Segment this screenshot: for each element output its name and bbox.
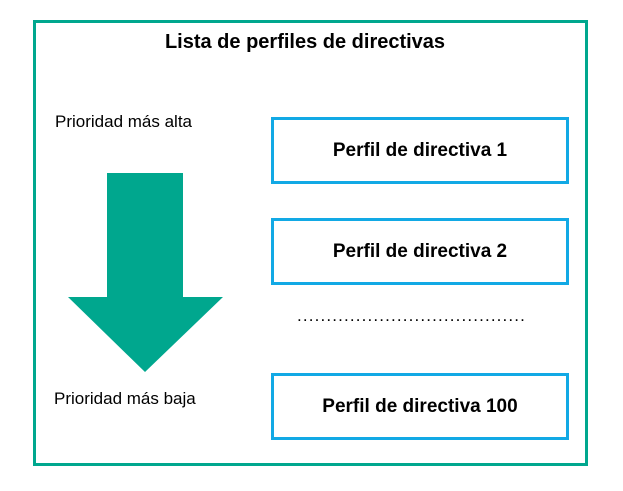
policy-profile-label: Perfil de directiva 100 [322,396,518,417]
priority-low-label: Prioridad más baja [54,389,196,408]
policy-profile-box-2[interactable]: Perfil de directiva 2 [271,218,569,285]
policy-profile-box-1[interactable]: Perfil de directiva 1 [271,117,569,184]
continuation-dots: ....................................... [297,306,527,325]
priority-high-label: Prioridad más alta [55,112,193,131]
policy-profile-box-100[interactable]: Perfil de directiva 100 [271,373,569,440]
page-title: Lista de perfiles de directivas [164,31,446,53]
policy-profile-label: Perfil de directiva 2 [332,241,508,262]
down-arrow-icon [66,173,226,374]
policy-profile-label: Perfil de directiva 1 [332,140,508,161]
